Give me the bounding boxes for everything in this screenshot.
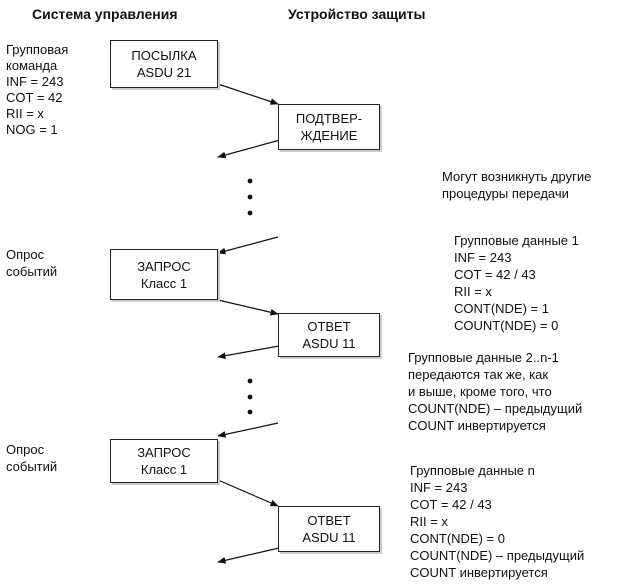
header-control-system: Система управления (32, 6, 178, 22)
note-group-command-line: NOG = 1 (6, 122, 58, 137)
note-group-data-n-line: COUNT(NDE) – предыдущий (410, 548, 585, 563)
note-other-procedures: Могут возникнуть другие процедуры переда… (442, 168, 591, 202)
note-group-data-middle-line: и выше, кроме того, что (408, 384, 552, 399)
box-answer-asdu11-a: ОТВЕТ ASDU 11 (278, 313, 380, 357)
note-group-command-line: Групповая (6, 42, 69, 57)
note-group-data-n-line: COT = 42 / 43 (410, 497, 492, 512)
box-request1-line2: Класс 1 (140, 275, 188, 291)
box-confirmation: ПОДТВЕР- ЖДЕНИЕ (278, 104, 380, 150)
note-group-data-1-line: COUNT(NDE) = 0 (454, 318, 559, 333)
note-group-data-n-line: INF = 243 (410, 480, 468, 495)
box-answer-asdu11-b: ОТВЕТ ASDU 11 (278, 506, 380, 552)
box-request2-line1: ЗАПРОС (137, 445, 191, 460)
note-group-data-1-line: CONT(NDE) = 1 (454, 301, 549, 316)
arrow-request1-to-answer1 (217, 299, 279, 316)
box-answer2-line2: ASDU 11 (302, 530, 356, 545)
note-group-data-1-line: INF = 243 (454, 250, 512, 265)
note-group-data-n-line: RII = x (410, 514, 448, 529)
note-group-data-n: Групповые данные n INF = 243 COT = 42 / … (410, 462, 584, 581)
box-request1-line1: ЗАПРОС (137, 258, 191, 274)
note-other-procedures-line: процедуры передачи (442, 186, 569, 201)
box-confirm-line2: ЖДЕНИЕ (300, 128, 358, 143)
note-group-command: Групповая команда INF = 243 COT = 42 RII… (6, 42, 68, 138)
note-event-poll-line: Опрос (6, 442, 45, 457)
box-answer1-line2: ASDU 11 (302, 336, 356, 351)
box-answer2-line1: ОТВЕТ (307, 513, 351, 528)
box-answer1-line1: ОТВЕТ (307, 319, 351, 334)
arrow-to-request1 (217, 236, 279, 255)
note-group-data-n-line: Групповые данные n (410, 463, 535, 478)
note-group-command-line: COT = 42 (6, 90, 63, 105)
note-event-poll-1: Опрос событий (6, 246, 57, 280)
note-group-data-middle-line: передаются так же, как (408, 367, 549, 382)
note-event-poll-line: событий (6, 459, 58, 474)
note-group-data-1-line: Групповые данные 1 (454, 233, 579, 248)
note-group-command-line: INF = 243 (6, 74, 64, 89)
note-event-poll-2: Опрос событий (6, 441, 57, 475)
box-request2-line2: Класс 1 (140, 462, 188, 477)
arrow-to-request2 (217, 422, 279, 438)
arrow-request2-to-answer2 (217, 479, 279, 507)
note-other-procedures-line: Могут возникнуть другие (442, 169, 592, 184)
note-group-command-line: RII = x (6, 106, 44, 121)
header-protection-device: Устройство защиты (288, 6, 426, 22)
note-group-data-1-line: COT = 42 / 43 (454, 267, 536, 282)
box-request-class1-a: ЗАПРОС Класс 1 (110, 249, 218, 300)
note-group-data-middle-line: COUNT(NDE) – предыдущий (408, 401, 583, 416)
arrow-answer2-back (217, 547, 280, 564)
note-group-data-middle: Групповые данные 2..n-1 передаются так ж… (408, 349, 582, 434)
note-group-data-n-line: CONT(NDE) = 0 (410, 531, 505, 546)
note-event-poll-line: Опрос (6, 247, 45, 262)
arrow-answer1-back (217, 345, 280, 359)
box-send-line2: ASDU 21 (136, 65, 192, 80)
note-group-data-middle-line: Групповые данные 2..n-1 (408, 350, 559, 365)
box-send-line1: ПОСЫЛКА (131, 48, 197, 63)
box-request-class1-b: ЗАПРОС Класс 1 (110, 439, 218, 483)
note-group-data-1-line: RII = x (454, 284, 492, 299)
arrow-confirm-back (217, 139, 281, 159)
note-group-data-1: Групповые данные 1 INF = 243 COT = 42 / … (454, 232, 579, 334)
note-group-data-n-line: COUNT инвертируется (410, 565, 548, 580)
arrow-send-to-confirm (217, 83, 279, 105)
box-send-asdu21: ПОСЫЛКА ASDU 21 (110, 40, 218, 88)
note-group-command-line: команда (6, 58, 58, 73)
continuation-dots-1 (247, 178, 253, 216)
note-event-poll-line: событий (6, 264, 58, 279)
note-group-data-middle-line: COUNT инвертируется (408, 418, 546, 433)
continuation-dots-2 (247, 378, 253, 415)
box-confirm-line1: ПОДТВЕР- (295, 111, 363, 126)
